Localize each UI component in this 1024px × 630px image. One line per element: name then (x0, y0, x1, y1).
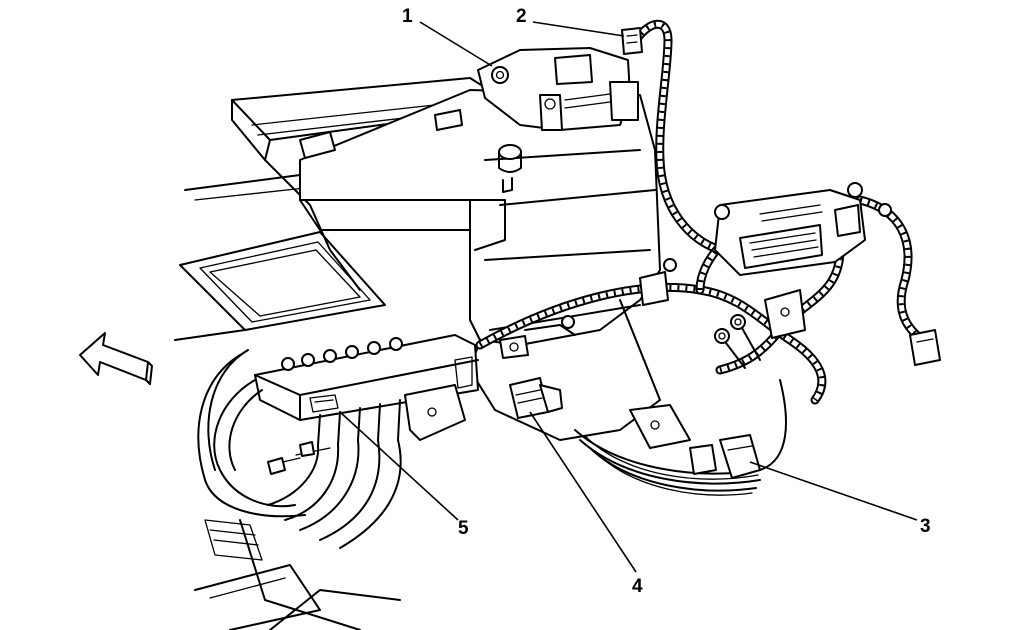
callout-2: 2 (516, 6, 527, 27)
wiring-harness (475, 19, 935, 496)
callout-3: 3 (920, 516, 931, 537)
leader-lines (339, 21, 918, 573)
connector-4 (499, 258, 677, 419)
callout-1: 1 (402, 6, 413, 27)
vacuum-hoses (197, 349, 402, 549)
forward-arrow-icon (79, 332, 153, 385)
control-module (714, 182, 941, 366)
callout-4: 4 (632, 576, 643, 597)
mode-door-actuator (477, 47, 639, 131)
callout-5: 5 (458, 518, 469, 539)
floor-panel (174, 77, 506, 630)
vacuum-block (254, 334, 479, 446)
connector-2 (621, 27, 643, 55)
hvac-case (299, 89, 661, 441)
